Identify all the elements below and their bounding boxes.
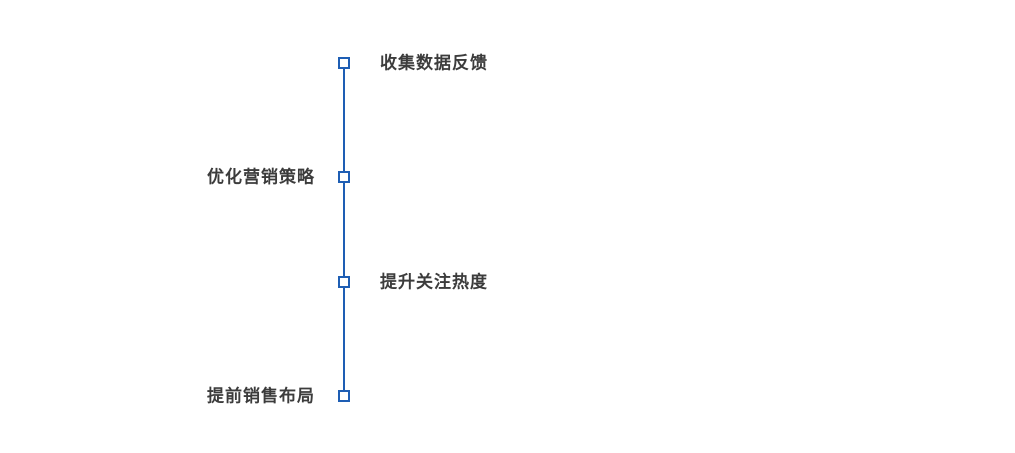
timeline-node-marker[interactable]: [338, 57, 350, 69]
timeline-node-marker[interactable]: [338, 390, 350, 402]
timeline-node-label: 提升关注热度: [380, 272, 488, 292]
timeline-node-label: 收集数据反馈: [380, 53, 488, 73]
timeline-line: [343, 63, 345, 397]
timeline-node-label: 提前销售布局: [207, 386, 315, 406]
timeline-node-marker[interactable]: [338, 276, 350, 288]
timeline-node-marker[interactable]: [338, 171, 350, 183]
timeline-node-label: 优化营销策略: [207, 167, 315, 187]
